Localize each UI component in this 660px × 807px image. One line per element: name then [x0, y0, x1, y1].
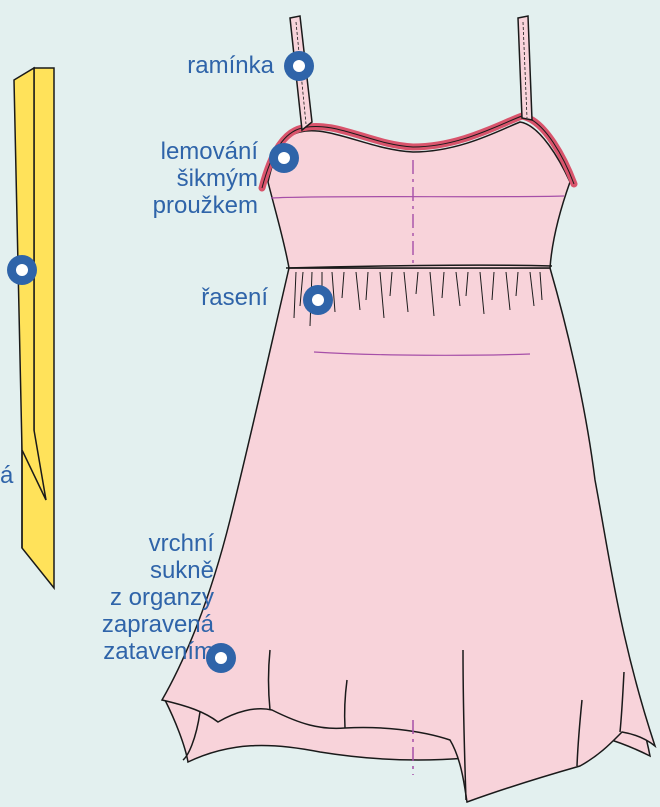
label-gathering: řasení	[201, 284, 268, 311]
label-binding-line3: proužkem	[153, 192, 258, 219]
label-binding-line1: lemování	[153, 138, 258, 165]
label-overskirt: vrchní sukně z organzy zapravená zataven…	[102, 530, 214, 665]
circle-marker-icon	[269, 143, 299, 173]
label-overskirt-line1: vrchní	[102, 530, 214, 557]
straps	[290, 16, 532, 130]
label-straps: ramínka	[187, 52, 274, 79]
circle-marker-icon	[303, 285, 333, 315]
label-binding: lemování šikmým proužkem	[153, 138, 258, 219]
label-overskirt-line2: sukně	[102, 557, 214, 584]
label-binding-line2: šikmým	[153, 165, 258, 192]
circle-marker-icon	[7, 255, 37, 285]
label-overskirt-line5: zatavením	[102, 638, 214, 665]
bias-strip-illustration	[14, 68, 54, 588]
circle-marker-icon	[284, 51, 314, 81]
label-overskirt-line3: z organzy	[102, 584, 214, 611]
label-overskirt-line4: zapravená	[102, 611, 214, 638]
label-partial-left: á	[0, 462, 13, 489]
